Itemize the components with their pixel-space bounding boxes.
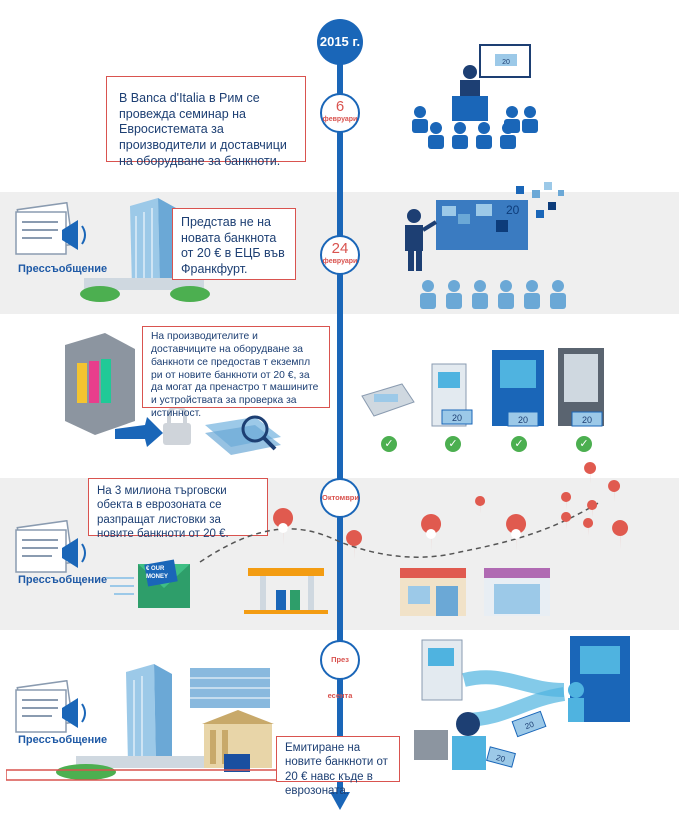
ecb-and-banks-illustration [6,664,336,781]
press-release-icon-2 [15,520,86,573]
location-pin-icon [421,514,442,552]
lectern [452,96,488,121]
atm-1-note-value: 20 [452,413,462,423]
check-icon-2: ✓ [445,436,461,452]
event-2-date: 24 февруари [320,235,360,275]
location-pin-icon [612,520,629,550]
gas-station [248,568,324,576]
check-icon-1: ✓ [381,436,397,452]
press-release-icon-3 [15,680,86,733]
atm-and-cashier-illustration: 20 20 [414,636,630,770]
location-pin-icon [273,508,294,546]
banknote-machines-illustration: 20 20 20 [361,348,604,427]
press-release-label-2: Прессъобщение [18,574,108,586]
lock-icon [163,423,191,445]
press-release-label-3: Прессъобщение [18,734,108,746]
event-4-date: Октомври [320,478,360,518]
event-1-textbox: В Banca d'Italia в Рим се провежда семин… [106,76,306,168]
event-5-date-label: През есента [327,655,353,700]
year-label: 2015 г. [319,34,361,49]
check-icon-3: ✓ [511,436,527,452]
event-3-text: На производителите и доставчиците на обо… [151,331,319,420]
atm-2-note-value: 20 [518,415,528,425]
location-pin-icon [506,514,527,552]
event-1-date-num: 6 [335,98,345,115]
press-release-icon-1 [15,202,86,255]
location-pin-icon [587,500,598,518]
event-4-textbox: На 3 милиона търговски обекта в еврозона… [88,478,268,540]
presenter-note-value: 20 [506,203,520,217]
event-1-date: 6 февруари [320,93,360,133]
eu-flag [224,754,250,772]
event-2-textbox: Представ не на новата банкнота от 20 € в… [172,208,296,280]
speaker-head [463,65,477,79]
leaflet-text: € OUR MONEY [146,566,169,580]
event-1-text: В Banca d'Italia в Рим се провежда семин… [119,91,287,168]
event-4-date-label: Октомври [322,493,359,502]
location-pin-icon [475,496,486,514]
shops-illustration [244,568,550,616]
leaflet-envelope-illustration [106,559,190,608]
seminar-illustration: 20 [412,44,538,149]
timeline-arrow [330,792,350,810]
bank-building [202,710,274,724]
location-pin-icon [346,530,363,560]
event-2-date-month: февруари [322,258,358,265]
check-icon-4: ✓ [576,436,592,452]
location-pin-icon [584,462,597,484]
cashier-note-value: 20 [495,753,506,764]
screen-note-value: 20 [502,59,510,66]
event-2-text: Представ не на новата банкнота от 20 € в… [181,215,285,276]
ribbon-banner [6,769,336,781]
megaphone-icon [62,538,78,568]
ecb-building-illustration-1 [80,198,210,302]
megaphone-icon [62,698,78,728]
location-pin-icon [583,518,594,536]
event-3-textbox: На производителите и доставчиците на обо… [142,326,330,419]
event-5-text: Емитиране на новите банкноти от 20 € нав… [285,742,388,798]
location-pin-icon [561,512,572,530]
event-5-date: През есента [320,640,360,700]
press-release-label-1: Прессъобщение [18,263,108,275]
printer-and-notes-illustration [65,333,281,455]
arrow-shape [115,417,163,447]
year-circle [317,19,363,65]
hand-note-value: 20 [524,719,536,731]
magnifier-icon [241,415,269,443]
vending-note-value: 20 [582,415,592,425]
distribution-route [199,462,629,563]
cash-register [414,730,448,760]
presenter-illustration: 20 [405,182,566,309]
location-pin-icon [561,492,572,510]
event-2-date-num: 24 [331,240,349,257]
event-1-date-month: февруари [322,116,358,123]
cashier [456,712,480,736]
event-5-textbox: Емитиране на новите банкноти от 20 € нав… [276,736,400,797]
location-pin-icon [608,480,621,502]
megaphone-icon [62,220,78,250]
event-4-text: На 3 милиона търговски обекта в еврозона… [97,485,229,541]
